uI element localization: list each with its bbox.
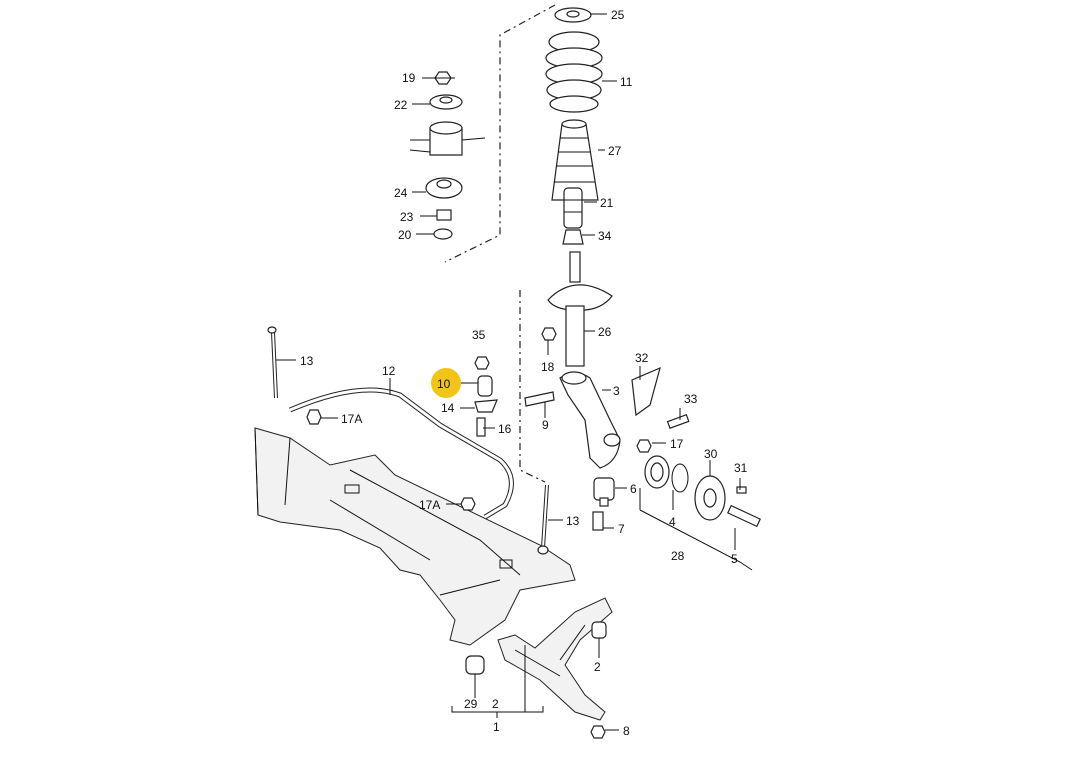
bush-29-part	[465, 655, 485, 675]
label-20: 20	[398, 228, 412, 242]
spring-seat-part	[554, 7, 592, 23]
spacer-part	[436, 209, 452, 221]
label-24: 24	[394, 186, 408, 200]
label-5: 5	[731, 552, 738, 566]
label-23: 23	[400, 210, 414, 224]
ball-joint-part	[593, 477, 615, 507]
label-14: 14	[441, 401, 455, 415]
wishbone-part	[497, 597, 613, 721]
wheel-hub-part	[694, 475, 726, 521]
label-30: 30	[704, 447, 718, 461]
subframe-part	[254, 427, 576, 646]
bolt-7-part	[592, 511, 604, 531]
label-13-left: 13	[300, 354, 314, 368]
wheel-bearing-housing-part	[559, 371, 621, 469]
pin-31-part	[736, 486, 747, 494]
small-nut-part	[474, 356, 490, 370]
label-6: 6	[630, 482, 637, 496]
strut-part	[547, 251, 613, 367]
rubber-bushing-part	[477, 375, 493, 397]
bush-2-part	[591, 621, 607, 639]
nut-18-part	[541, 327, 557, 341]
strut-group-frame	[519, 290, 546, 483]
label-4: 4	[669, 515, 676, 529]
label-2: 2	[492, 697, 499, 711]
label-32: 32	[635, 351, 649, 365]
label-1: 1	[493, 720, 500, 734]
label-9: 9	[542, 418, 549, 432]
nut-8-part	[590, 725, 606, 739]
label-16: 16	[498, 422, 512, 436]
label-12: 12	[382, 364, 396, 378]
protective-boot-part	[551, 119, 599, 201]
label-25: 25	[611, 8, 625, 22]
label-3: 3	[613, 384, 620, 398]
label-17a-left: 17A	[341, 412, 362, 426]
label-7: 7	[618, 522, 625, 536]
label-21: 21	[600, 196, 614, 210]
label-13-right: 13	[566, 514, 580, 528]
label-35: 35	[472, 328, 486, 342]
callout-labels: 25 11 27 21 34 26 3 19 22 24 23 20 13 12…	[300, 8, 748, 738]
bump-stop-part	[563, 187, 583, 229]
splash-shield-part	[631, 366, 661, 417]
label-33: 33	[684, 392, 698, 406]
hub-bolt-part	[727, 504, 761, 528]
label-18: 18	[541, 360, 555, 374]
bolt-16-part	[476, 417, 486, 437]
label-28: 28	[671, 549, 685, 563]
nut-17-part	[636, 439, 652, 453]
mount-bearing-part	[429, 94, 463, 110]
coil-spring-part	[545, 31, 603, 113]
label-17a-right: 17A	[419, 498, 440, 512]
label-26: 26	[598, 325, 612, 339]
label-17: 17	[670, 437, 684, 451]
washer-part	[433, 228, 453, 240]
label-34: 34	[598, 229, 612, 243]
label-11: 11	[620, 75, 633, 89]
stab-nut-left	[306, 409, 322, 425]
mount-rubber-part	[425, 177, 463, 199]
leader-lines	[276, 13, 741, 731]
bolt-9-part	[524, 391, 555, 407]
label-22: 22	[394, 98, 408, 112]
highlight-marker	[431, 368, 461, 398]
label-31: 31	[734, 461, 748, 475]
strut-mount-part	[409, 121, 486, 156]
label-29: 29	[464, 697, 478, 711]
circlip-part	[671, 463, 689, 493]
label-27: 27	[608, 144, 622, 158]
wheel-bearing-part	[644, 455, 670, 489]
stab-nut-right	[460, 497, 476, 511]
coupling-rod-right-part	[537, 484, 549, 555]
coupling-rod-left-part	[267, 326, 278, 399]
strut-mount-group-frame	[444, 4, 556, 263]
bolt-33-part	[666, 413, 690, 429]
label-2-wishbone: 2	[594, 660, 601, 674]
label-8: 8	[623, 724, 630, 738]
clamp-part	[474, 399, 498, 413]
label-10: 10	[437, 377, 451, 391]
label-19: 19	[402, 71, 416, 85]
stop-plate-part	[562, 229, 584, 245]
